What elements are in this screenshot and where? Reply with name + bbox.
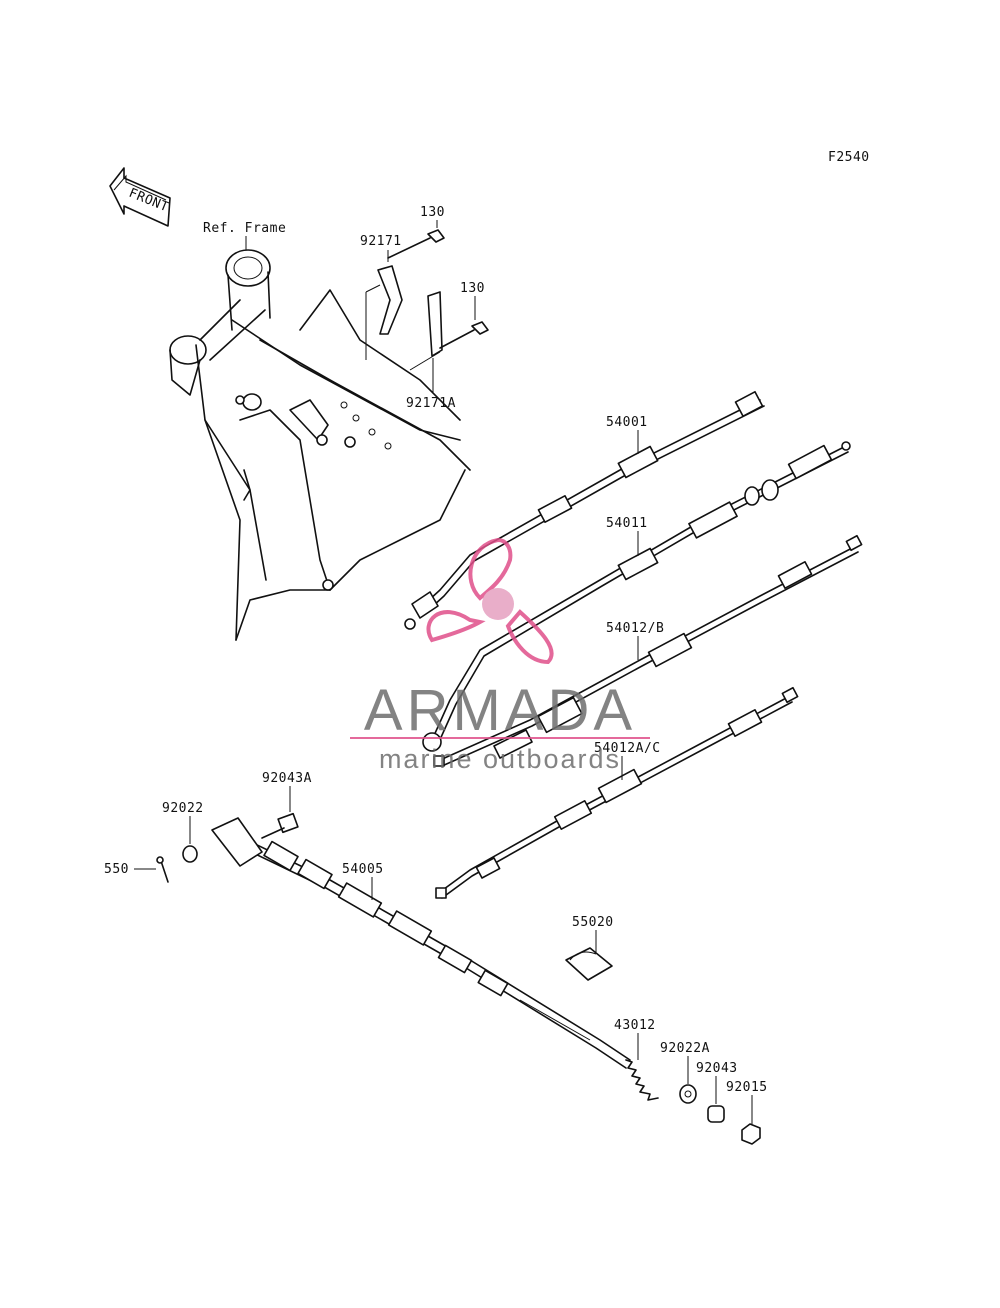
callout-92022A: 92022A: [660, 1041, 710, 1056]
callout-92043: 92043: [696, 1061, 738, 1076]
callout-92171: 92171: [360, 234, 402, 249]
collar-92043: [707, 1105, 725, 1123]
propeller-icon: [426, 537, 554, 665]
cotter-pin-550: [156, 856, 169, 883]
ref-frame-label: Ref. Frame: [203, 221, 286, 236]
front-arrow-icon: FRONT: [109, 167, 171, 227]
clip-55020: [565, 947, 613, 981]
watermark-tagline: marine outboards: [379, 744, 621, 774]
callout-54012B: 54012/B: [606, 621, 664, 636]
callout-130-upper: 130: [420, 205, 445, 220]
cable-54012B: [433, 534, 863, 767]
callout-54001: 54001: [606, 415, 648, 430]
callout-550: 550: [104, 862, 129, 877]
watermark-brand: ARMADA: [364, 678, 636, 743]
callout-43012: 43012: [614, 1018, 656, 1033]
pin-92043A: [261, 812, 299, 839]
callout-92015: 92015: [726, 1080, 768, 1095]
cable-54011: [422, 441, 851, 752]
callout-54012AC: 54012A/C: [594, 741, 661, 756]
callout-55020: 55020: [572, 915, 614, 930]
washer-92022: [182, 845, 198, 863]
callout-130-lower: 130: [460, 281, 485, 296]
bracket-92171: [365, 265, 403, 360]
callout-92043A: 92043A: [262, 771, 312, 786]
armada-logo-watermark: ARMADA marine outboards: [350, 537, 650, 774]
bracket-92171A: [409, 291, 443, 371]
cable-54005: [211, 817, 631, 1069]
spring-43012: [625, 1059, 659, 1101]
bolt-130-upper: [387, 229, 445, 259]
cable-54012AC: [435, 686, 799, 899]
figure-code: F2540: [828, 150, 870, 165]
nut-92015: [741, 1123, 761, 1145]
callout-92022: 92022: [162, 801, 204, 816]
cable-54001: [404, 390, 765, 630]
washer-92022A: [679, 1084, 697, 1104]
callout-92171A: 92171A: [406, 396, 456, 411]
frame-drawing: [169, 249, 471, 641]
bolt-130-lower: [439, 321, 489, 349]
callout-54011: 54011: [606, 516, 648, 531]
callout-54005: 54005: [342, 862, 384, 877]
